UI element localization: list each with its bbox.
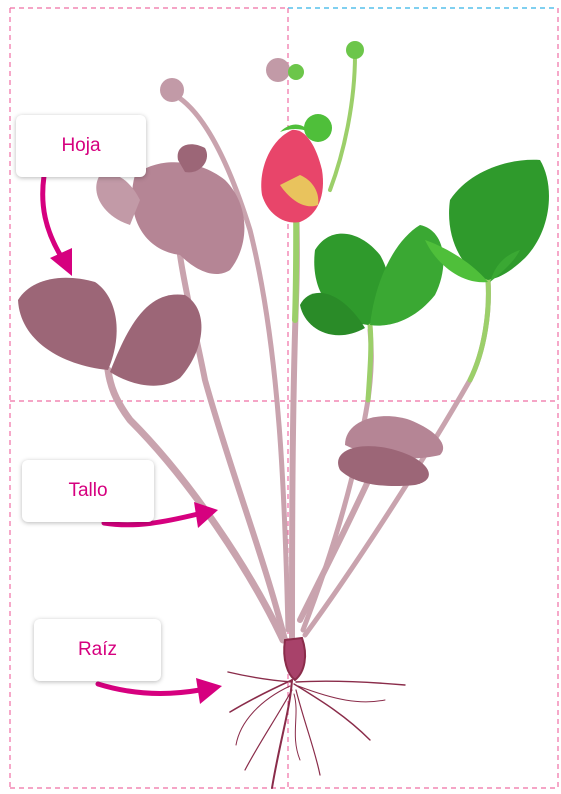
sepal-green-3: [288, 64, 304, 80]
sepal-green-2: [346, 41, 364, 59]
root-i: [294, 694, 300, 760]
leaf-left-lower: [18, 278, 117, 370]
sepal-green-1: [304, 114, 332, 142]
roots: [228, 638, 405, 788]
arrow-icon: [98, 684, 200, 693]
stem-green-right: [368, 325, 371, 400]
stem-green-far: [470, 280, 488, 380]
root-crown: [284, 638, 305, 680]
flower-tinted-1: [160, 78, 184, 102]
flower-tinted-2: [266, 58, 290, 82]
root-e: [245, 690, 292, 770]
arrow-icon: [196, 678, 222, 704]
leaves-green: [288, 41, 549, 335]
label-leaf: Hoja: [16, 115, 146, 177]
leaf-left-upper: [132, 162, 244, 274]
root-d: [296, 681, 405, 685]
stem-green-flower: [330, 55, 355, 190]
leaf-left-lower-b: [110, 294, 201, 385]
root-c: [294, 684, 370, 740]
label-stem: Tallo: [22, 460, 154, 522]
root-f: [296, 690, 320, 775]
root-b: [228, 672, 292, 682]
root-a: [230, 680, 292, 712]
arrow-icon: [43, 176, 62, 258]
leaf-left-upper-b: [96, 174, 140, 225]
label-root: Raíz: [34, 619, 161, 681]
strawberry-body: [261, 130, 323, 223]
